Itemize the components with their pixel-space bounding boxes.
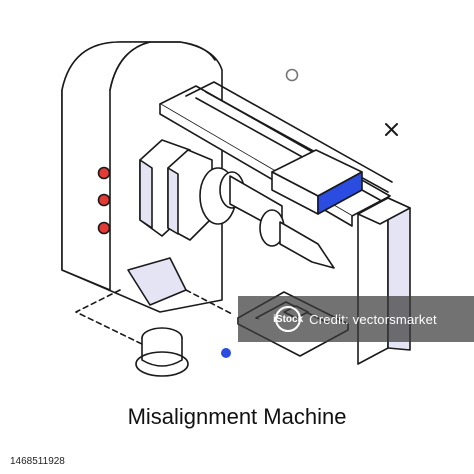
red-light-1 bbox=[97, 166, 111, 180]
red-light-3 bbox=[97, 221, 111, 235]
caption: Misalignment Machine bbox=[127, 404, 347, 429]
right-column-top bbox=[357, 197, 411, 225]
watermark-logo: iStock bbox=[273, 306, 303, 332]
blue-dot-icon bbox=[221, 348, 231, 358]
circle-outline-icon bbox=[285, 68, 299, 82]
carriage-side bbox=[317, 171, 363, 215]
footer-bar bbox=[0, 452, 474, 474]
close-x-icon bbox=[385, 123, 398, 136]
spindle-tip bbox=[279, 221, 335, 269]
housing-inner-arch bbox=[109, 41, 216, 91]
hex-chuck-2-side bbox=[167, 167, 179, 235]
red-light-2 bbox=[97, 193, 111, 207]
hex-chuck-1-side bbox=[139, 159, 153, 229]
stock-id: 1468511928 bbox=[10, 456, 65, 467]
watermark-text: Credit: vectorsmarket bbox=[309, 311, 437, 327]
rail-lower bbox=[185, 81, 393, 183]
loose-part-base bbox=[135, 351, 189, 377]
dashed-connector bbox=[75, 289, 233, 347]
watermark: iStock Credit: vectorsmarket bbox=[238, 296, 474, 342]
